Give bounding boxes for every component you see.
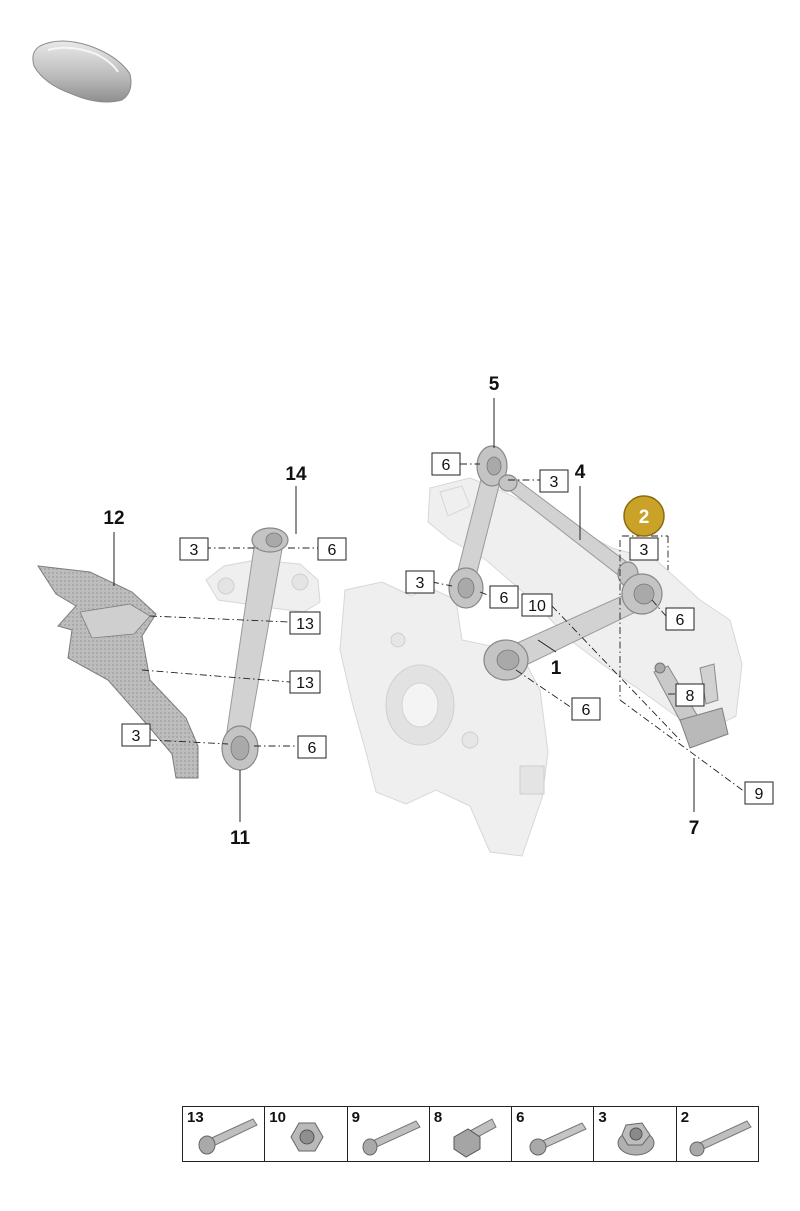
long-bolt-icon — [689, 1120, 752, 1157]
svg-text:10: 10 — [528, 598, 546, 615]
boxed-callout-6: 6 — [431, 452, 461, 476]
boxed-callout-3: 3 — [405, 570, 435, 594]
flange-bolt-icon — [453, 1118, 497, 1158]
legend-cell[interactable]: 13 — [183, 1107, 266, 1161]
svg-text:3: 3 — [550, 474, 559, 491]
legend-cell[interactable]: 2 — [677, 1107, 758, 1161]
svg-text:6: 6 — [328, 542, 337, 559]
callout-11: 11 — [230, 828, 251, 849]
part-4-link — [498, 474, 639, 587]
boxed-callout-3: 3 — [121, 723, 151, 747]
legend-number: 9 — [351, 1109, 360, 1126]
callout-2-highlight[interactable]: 2 — [623, 495, 665, 537]
legend-number: 3 — [598, 1109, 607, 1126]
part-1-arm — [483, 573, 663, 681]
legend-number: 8 — [433, 1109, 443, 1126]
boxed-callout-6: 6 — [297, 735, 327, 759]
boxed-callout-3: 3 — [179, 537, 209, 561]
legend-cell[interactable]: 10 — [265, 1107, 348, 1161]
boxed-callout-6: 6 — [665, 607, 695, 631]
svg-text:6: 6 — [308, 740, 317, 757]
svg-text:8: 8 — [686, 688, 695, 705]
svg-text:6: 6 — [442, 457, 451, 474]
stepped-bolt-icon — [529, 1122, 587, 1156]
legend-number: 10 — [269, 1109, 286, 1126]
svg-text:13: 13 — [296, 675, 314, 692]
long-bolt-icon — [198, 1118, 258, 1155]
svg-text:3: 3 — [416, 575, 425, 592]
svg-text:3: 3 — [190, 542, 199, 559]
svg-text:3: 3 — [132, 728, 141, 745]
callout-14: 14 — [285, 464, 307, 485]
flange-nut-icon — [617, 1122, 655, 1156]
svg-text:3: 3 — [640, 542, 649, 559]
leader-lines — [113, 398, 746, 822]
callout-2-label: 2 — [639, 507, 650, 528]
boxed-callout-6: 6 — [489, 585, 519, 609]
boxed-callout-3: 3 — [629, 537, 659, 561]
part-12-shield — [37, 565, 199, 779]
boxed-callout-8: 8 — [675, 683, 705, 707]
svg-text:6: 6 — [676, 612, 685, 629]
boxed-callout-13: 13 — [289, 670, 321, 694]
boxed-callout-6: 6 — [571, 697, 601, 721]
boxed-callout-3: 3 — [539, 469, 569, 493]
svg-text:9: 9 — [755, 786, 764, 803]
callout-7: 7 — [689, 818, 700, 839]
legend-cell[interactable]: 3 — [594, 1107, 677, 1161]
callout-5: 5 — [489, 374, 500, 395]
legend-number: 2 — [680, 1109, 690, 1126]
callout-4: 4 — [575, 462, 586, 483]
part-11-link — [221, 527, 289, 771]
boxed-callout-9: 9 — [744, 781, 774, 805]
legend-number: 13 — [187, 1109, 204, 1126]
legend-number: 6 — [516, 1109, 525, 1126]
fastener-legend: 13 10 9 8 6 3 — [182, 1106, 759, 1162]
legend-cell[interactable]: 9 — [348, 1107, 430, 1161]
svg-text:6: 6 — [582, 702, 591, 719]
boxed-callout-13: 13 — [289, 611, 321, 635]
hex-nut-icon — [290, 1122, 324, 1152]
vehicle-thumbnail-icon — [32, 40, 132, 103]
wheel-carrier-ghost — [339, 581, 549, 857]
part-5-link — [448, 445, 508, 609]
svg-text:13: 13 — [296, 616, 314, 633]
callout-1: 1 — [551, 658, 562, 679]
boxed-callout-10: 10 — [521, 593, 553, 617]
boxed-callout-6: 6 — [317, 537, 347, 561]
callout-12: 12 — [103, 508, 124, 529]
svg-text:6: 6 — [500, 590, 509, 607]
legend-cell[interactable]: 6 — [512, 1107, 595, 1161]
long-bolt-icon — [362, 1120, 421, 1156]
legend-cell[interactable]: 8 — [430, 1107, 513, 1161]
